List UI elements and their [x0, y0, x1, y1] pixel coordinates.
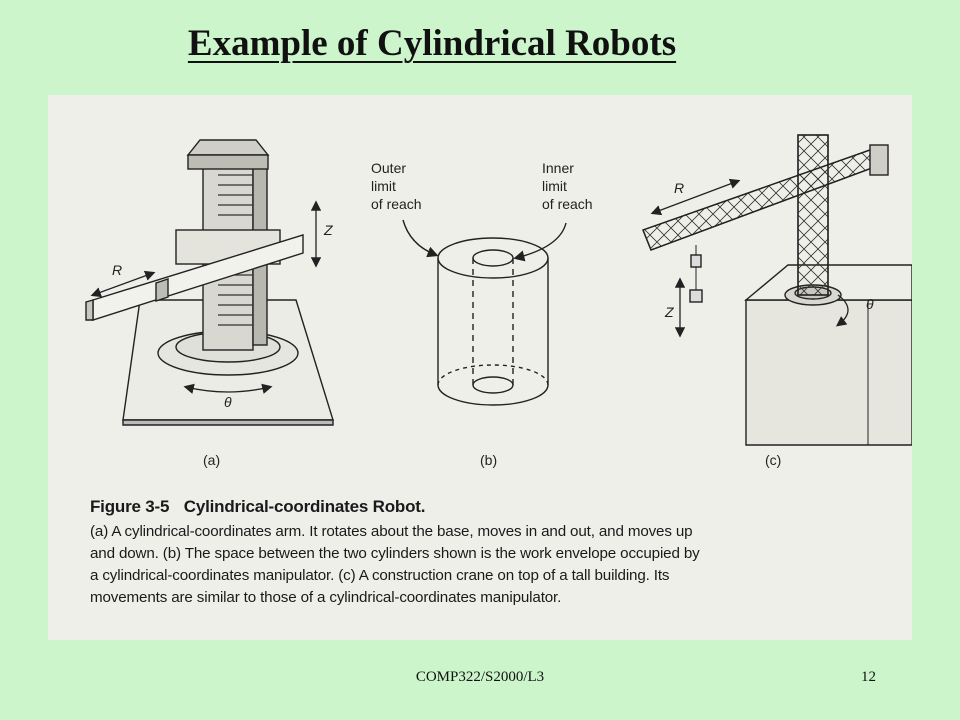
panel-a-r-label: R [112, 262, 122, 278]
panel-b-inner-line2: limit [542, 178, 567, 194]
panel-b-inner-line3: of reach [542, 196, 593, 212]
panel-c-label: (c) [765, 452, 781, 468]
caption-title: Cylindrical-coordinates Robot. [183, 497, 426, 516]
caption-body: (a) A cylindrical-coordinates arm. It ro… [90, 521, 820, 609]
caption-line: (a) A cylindrical-coordinates arm. It ro… [90, 523, 693, 540]
footer-course-code: COMP322/S2000/L3 [415, 669, 545, 685]
panel-c-z-label: Z [664, 304, 674, 320]
panel-c-arrows [650, 178, 849, 338]
figure-caption: Figure 3-5 Cylindrical-coordinates Robot… [90, 497, 820, 609]
panel-c-crane [642, 134, 912, 446]
panel-a-z-label: Z [323, 222, 333, 238]
caption-line: movements are similar to those of a cyli… [90, 589, 562, 606]
panel-b-outer-line1: Outer [371, 160, 406, 176]
panel-b-label: (b) [480, 452, 497, 468]
caption-figure-number: Figure 3-5 [90, 497, 170, 516]
figure-scan: R Z θ (a) Outer limit of reach Inner lim… [48, 95, 912, 640]
figure-drawing: R Z θ (a) Outer limit of reach Inner lim… [85, 134, 912, 468]
caption-line: a cylindrical-coordinates manipulator. (… [90, 567, 670, 584]
panel-c-theta-label: θ [866, 296, 874, 312]
panel-a-label: (a) [203, 452, 220, 468]
caption-title-row: Figure 3-5 Cylindrical-coordinates Robot… [90, 497, 820, 517]
panel-c-r-label: R [674, 180, 684, 196]
panel-b-inner-line1: Inner [542, 160, 574, 176]
panel-a-theta-label: θ [224, 394, 232, 410]
panel-b-outer-line2: limit [371, 178, 396, 194]
slide-title: Example of Cylindrical Robots [0, 22, 960, 65]
panel-b-outer-line3: of reach [371, 196, 422, 212]
panel-a-arrows [90, 200, 322, 394]
panel-a-robot [85, 139, 334, 426]
slide-title-text: Example of Cylindrical Robots [187, 23, 677, 64]
slide-footer: COMP322/S2000/L3 [0, 669, 960, 686]
panel-b-envelope [402, 219, 567, 406]
caption-line: and down. (b) The space between the two … [90, 545, 700, 562]
slide-page-number: 12 [861, 669, 876, 685]
